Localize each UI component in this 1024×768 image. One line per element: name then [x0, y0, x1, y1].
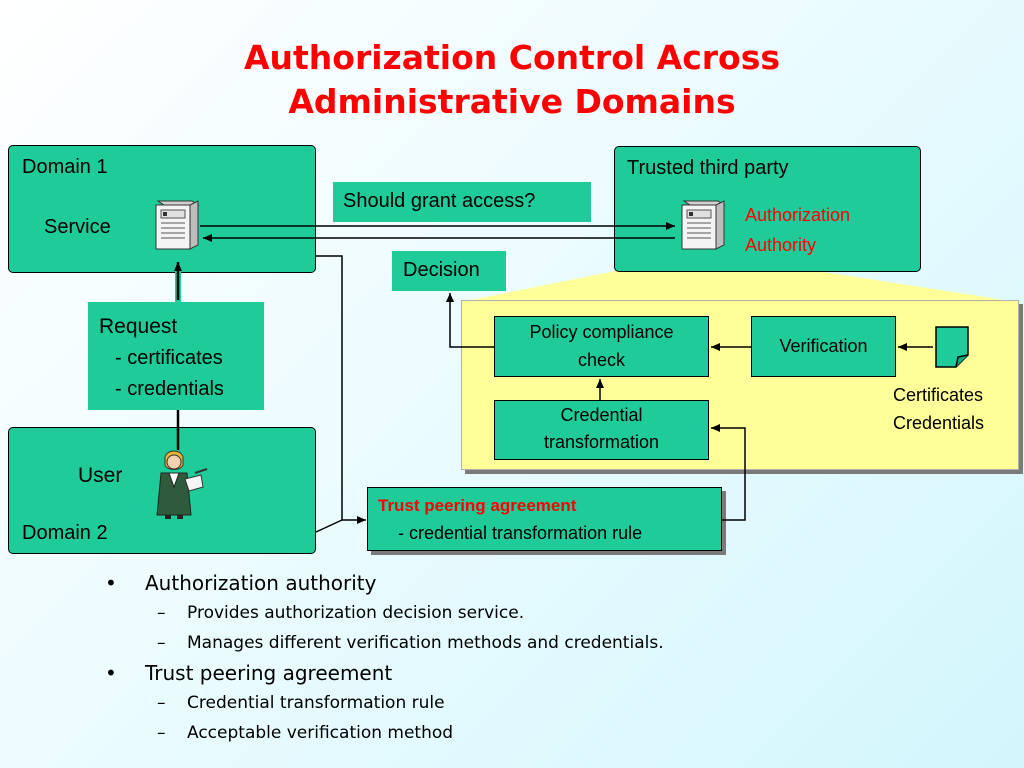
sub-bullet-item: –Manages different verification methods … — [157, 633, 664, 653]
sub-bullet-text: Provides authorization decision service. — [187, 603, 525, 623]
credential-transformation-box — [494, 400, 709, 460]
sub-bullet-text: Manages different verification methods a… — [187, 633, 664, 653]
decision-label: Decision — [403, 259, 480, 281]
sub-bullet-text: Acceptable verification method — [187, 723, 454, 743]
certificates-label: Certificates — [893, 385, 984, 405]
authority-label-line-2: Authority — [745, 235, 817, 255]
domain-2-label: Domain 2 — [22, 522, 108, 544]
sub-bullet-item: –Credential transformation rule — [157, 693, 445, 713]
decision-box — [392, 251, 506, 291]
document-icon — [935, 326, 969, 368]
should-grant-access-box — [333, 182, 591, 222]
bullet-text: Trust peering agreement — [145, 661, 393, 685]
sub-bullet-text: Credential transformation rule — [187, 693, 445, 713]
page-title-line-2: Administrative Domains — [288, 82, 736, 121]
request-box — [88, 302, 264, 410]
request-title: Request — [99, 315, 178, 338]
bullet-item: •Authorization authority — [105, 571, 377, 595]
sub-bullet-item: –Provides authorization decision service… — [157, 603, 525, 623]
request-certificates: - certificates — [115, 347, 223, 369]
policy-compliance-line-1: Policy compliance — [529, 322, 674, 342]
bullet-item: •Trust peering agreement — [105, 661, 393, 685]
trust-peering-title: Trust peering agreement — [378, 496, 577, 515]
trusted-third-party-box — [614, 146, 921, 272]
service-label: Service — [44, 216, 111, 238]
server-icon — [155, 200, 200, 250]
bullet-list: •Authorization authority –Provides autho… — [102, 568, 664, 748]
should-grant-access-label: Should grant access? — [343, 190, 536, 212]
policy-compliance-box — [494, 316, 709, 377]
authority-label-line-1: Authorization — [745, 205, 851, 225]
policy-compliance-line-2: check — [577, 350, 626, 370]
credential-transformation-line-2: transformation — [543, 432, 660, 452]
page-title-line-1: Authorization Control Across — [243, 38, 780, 77]
trusted-third-party-label: Trusted third party — [627, 157, 789, 179]
credential-transformation-line-1: Credential — [560, 405, 643, 425]
request-credentials: - credentials — [115, 378, 224, 400]
user-label: User — [78, 464, 123, 487]
domain-1-label: Domain 1 — [22, 156, 108, 178]
authority-server-icon — [681, 200, 726, 250]
trust-peering-rule: - credential transformation rule — [398, 523, 643, 543]
verification-label: Verification — [779, 336, 868, 356]
user-figure-icon — [156, 450, 208, 519]
sub-bullet-item: –Acceptable verification method — [157, 723, 454, 743]
verification-box — [751, 316, 896, 377]
credentials-label: Credentials — [893, 413, 985, 433]
trust-peering-box — [367, 487, 722, 551]
bullet-text: Authorization authority — [145, 571, 377, 595]
